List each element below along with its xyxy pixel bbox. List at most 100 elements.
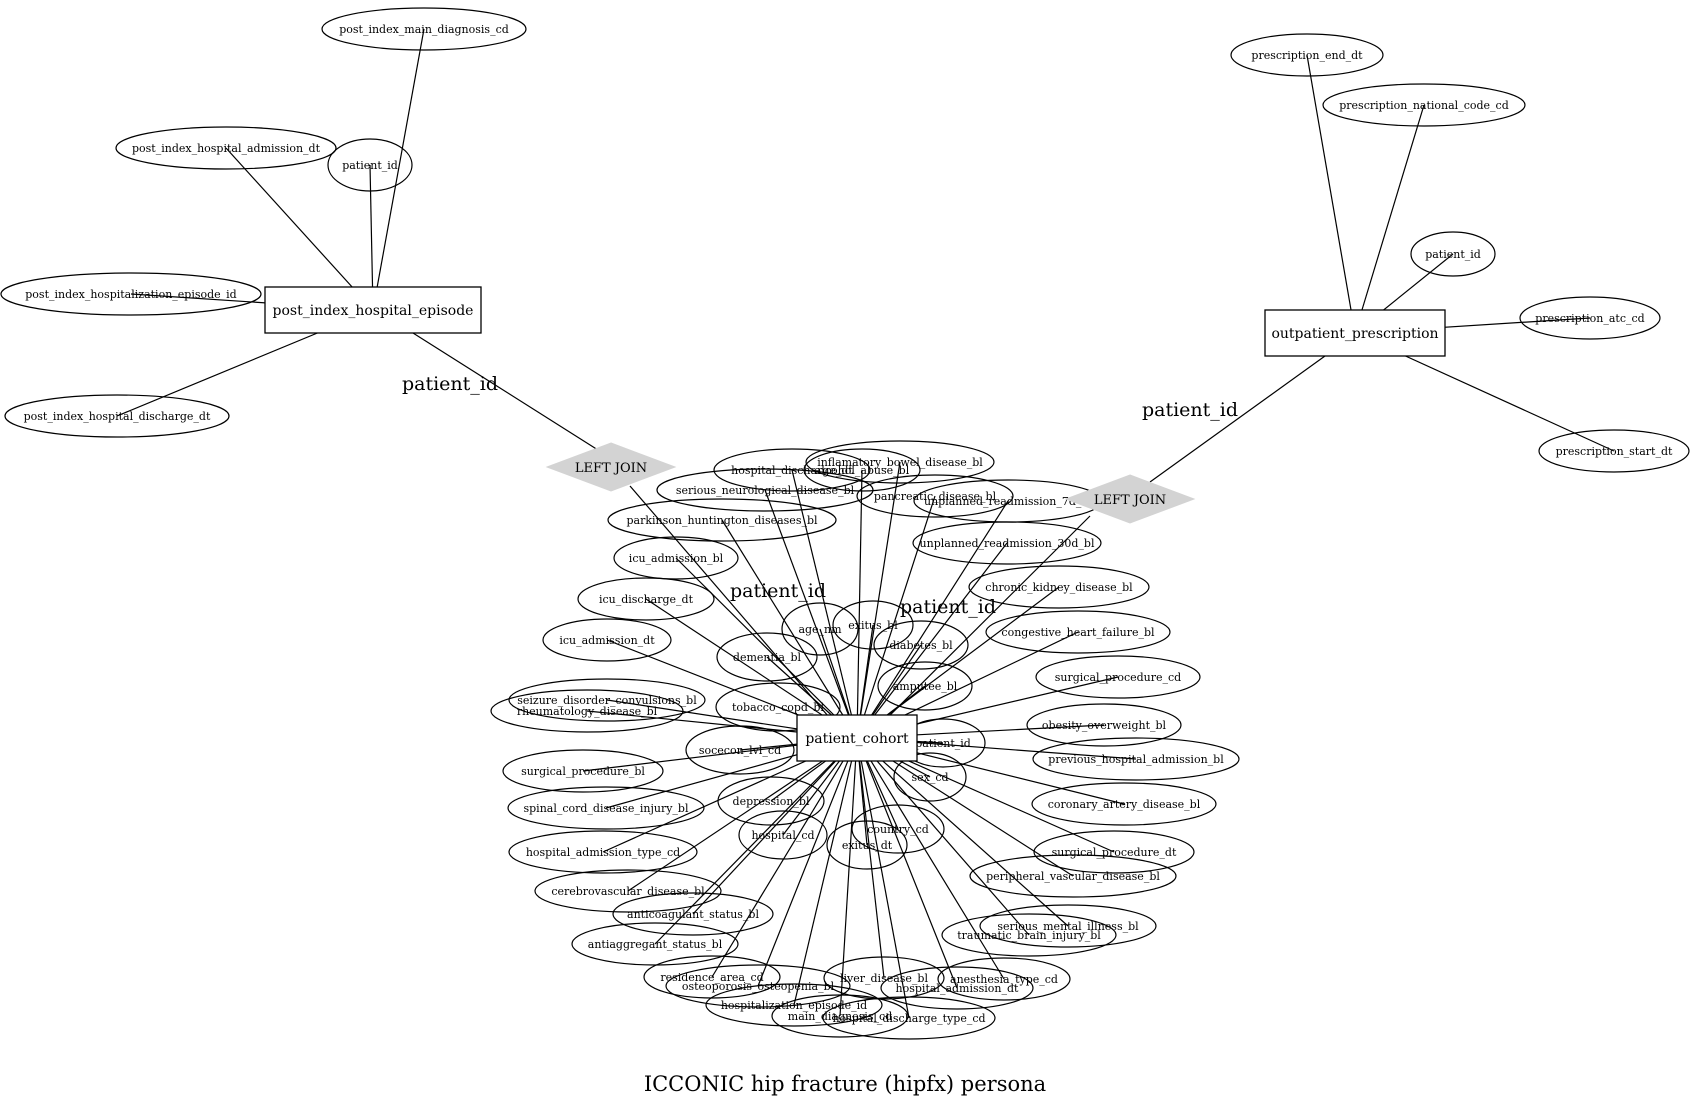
attribute-unplanned-readmission-30d-bl: unplanned_readmission_30d_bl xyxy=(912,521,1102,565)
attribute-traumatic-brain-injury-bl: traumatic_brain_injury_bl xyxy=(941,913,1117,957)
edge-label-post-to-join: patient_id xyxy=(402,373,498,395)
edge-patient_cohort-antiaggregant_status_bl xyxy=(654,737,858,945)
attribute-label: cerebrovascular_disease_bl xyxy=(551,885,705,898)
edge-patient_cohort-serious_neurological_disease_bl xyxy=(764,489,858,739)
attribute-post-patient-id: patient_id xyxy=(327,138,413,192)
attribute-label: tobacco_copd_bl xyxy=(732,701,824,714)
attribute-label: icu_admission_dt xyxy=(559,634,655,647)
attribute-label: antiaggregant_status_bl xyxy=(588,938,723,951)
attribute-post-index-hospital-discharge-dt: post_index_hospital_discharge_dt xyxy=(4,394,230,438)
edge-patient_cohort-cerebrovascular_disease_bl xyxy=(627,737,858,892)
attribute-label: rheumatology_disease_bl xyxy=(517,705,658,718)
attribute-osteoporosis-osteopenia-bl: osteoporosis_osteopenia_bl xyxy=(665,964,851,1008)
attribute-diabetes-bl: diabetes_bl xyxy=(873,620,969,670)
attribute-label: residence_area_cd xyxy=(660,971,763,984)
attribute-label: seizure_disorder_convulsions_bl xyxy=(517,694,697,707)
attribute-pancreatic-disease-bl: pancreatic_disease_bl xyxy=(856,474,1014,518)
attribute-label: surgical_procedure_bl xyxy=(521,765,645,778)
attribute-label: hospital_cd xyxy=(751,829,814,842)
edges xyxy=(116,28,1615,1019)
join-label: LEFT JOIN xyxy=(1094,493,1166,508)
attribute-label: age_nm xyxy=(798,623,842,636)
edge-patient_cohort-main_diagnosis_cd xyxy=(839,737,858,1017)
attribute-depression-bl: depression_bl xyxy=(717,776,825,826)
attribute-label: post_index_hospital_discharge_dt xyxy=(24,410,211,423)
edge-patient_cohort-residence_area_cd xyxy=(711,737,858,978)
entity-label: patient_cohort xyxy=(805,731,909,747)
edge-left-join-to-cohort xyxy=(629,485,848,739)
edge-patient_cohort-liver_disease_bl xyxy=(856,737,885,979)
entity-label: post_index_hospital_episode xyxy=(273,303,474,319)
attribute-label: hospital_admission_type_cd xyxy=(526,846,680,859)
edge-patient_cohort-unplanned_readmission_7d_bl xyxy=(856,500,1009,739)
attribute-label: post_index_main_diagnosis_cd xyxy=(339,23,509,36)
attribute-label: pancreatic_disease_bl xyxy=(874,490,997,503)
attribute-liver-disease-bl: liver_disease_bl xyxy=(823,956,945,1000)
attribute-label: hospital_discharge_type_cd xyxy=(832,1012,985,1025)
attribute-hospital-cd: hospital_cd xyxy=(738,810,828,860)
edge-post_index_hospital_episode-post_index_main_diagnosis_cd xyxy=(372,28,425,311)
attribute-hospital-admission-type-cd: hospital_admission_type_cd xyxy=(508,830,698,874)
attribute-exitus-dt: exitus_dt xyxy=(826,820,908,870)
attribute-socecon-lvl-cd: socecon_lvl_cd xyxy=(685,725,795,775)
attribute-label: parkinson_huntington_diseases_bl xyxy=(626,514,818,527)
attribute-age-nm: age_nm xyxy=(781,602,859,656)
attribute-label: icu_admission_bl xyxy=(629,552,724,565)
edge-patient_cohort-parkinson_huntington_diseases_bl xyxy=(721,519,858,739)
attribute-label: unplanned_readmission_30d_bl xyxy=(920,537,1095,550)
join-label: LEFT JOIN xyxy=(575,461,647,476)
edge-patient_cohort-pancreatic_disease_bl xyxy=(856,495,936,739)
attribute-residence-area-cd: residence_area_cd xyxy=(643,955,781,999)
attribute-prescription-atc-cd: prescription_atc_cd xyxy=(1519,296,1661,340)
attribute-label: dementia_bl xyxy=(733,651,802,664)
edge-post_index_hospital_episode-post_index_hospital_admission_dt xyxy=(225,147,374,311)
attribute-serious-neurological-disease-bl: serious_neurological_disease_bl xyxy=(656,468,874,512)
attribute-label: main_diagnosis_cd xyxy=(788,1010,892,1023)
edge-patient_cohort-hospitalization_episode_id xyxy=(793,737,858,1006)
attribute-post-index-hospital-admission-dt: post_index_hospital_admission_dt xyxy=(115,126,337,170)
attribute-obesity-overweight-bl: obesity_overweight_bl xyxy=(1026,703,1182,747)
attribute-congestive-heart-failure-bl: congestive_heart_failure_bl xyxy=(985,610,1171,654)
attribute-label: patient_id xyxy=(915,737,971,750)
attribute-serious-mental-illness-bl: serious_mental_illness_bl xyxy=(979,904,1157,948)
edge-patient_cohort-hospital_discharge_type_cd xyxy=(856,737,910,1019)
edge-label-outpatient-to-join: patient_id xyxy=(1142,399,1238,421)
entity-label: outpatient_prescription xyxy=(1271,326,1438,342)
edge-post-to-left-join xyxy=(412,332,599,451)
edge-outpatient-to-right-join xyxy=(1149,355,1326,483)
attribute-label: surgical_procedure_dt xyxy=(1052,846,1177,859)
attribute-label: surgical_procedure_cd xyxy=(1055,671,1181,684)
attribute-label: previous_hospital_admission_bl xyxy=(1048,753,1224,766)
attribute-label: liver_disease_bl xyxy=(840,972,928,985)
attribute-label: alcohol_abuse_bl xyxy=(815,464,910,477)
attribute-surgical-procedure-cd: surgical_procedure_cd xyxy=(1035,655,1201,699)
attribute-post-index-hospitalization-episode-id: post_index_hospitalization_episode_id xyxy=(0,272,262,316)
attribute-label: congestive_heart_failure_bl xyxy=(1001,626,1155,639)
entity-outpatient-prescription: outpatient_prescription xyxy=(1264,309,1446,357)
attribute-prescription-national-code-cd: prescription_national_code_cd xyxy=(1322,83,1526,127)
edge-patient_cohort-inflamatory_bowel_disease_bl xyxy=(856,461,901,739)
edge-patient_cohort-osteoporosis_osteopenia_bl xyxy=(757,737,858,987)
attribute-label: depression_bl xyxy=(733,795,810,808)
entity-post-index-hospital-episode: post_index_hospital_episode xyxy=(264,286,482,334)
edge-patient_cohort-hospital_admission_dt xyxy=(856,737,958,989)
attribute-label: amputee_bl xyxy=(893,680,958,693)
attribute-main-diagnosis-cd: main_diagnosis_cd xyxy=(771,994,909,1038)
attribute-label: chronic_kidney_disease_bl xyxy=(985,581,1133,594)
attribute-label: post_index_hospitalization_episode_id xyxy=(25,288,236,301)
attribute-sex-cd: sex_cd xyxy=(893,752,967,802)
attribute-cerebrovascular-disease-bl: cerebrovascular_disease_bl xyxy=(534,869,722,913)
attribute-spinal-cord-disease-injury-bl: spinal_cord_disease_injury_bl xyxy=(507,786,705,830)
attribute-label: anticoagulant_status_bl xyxy=(627,908,759,921)
join-right: LEFT JOIN xyxy=(1064,474,1196,524)
attribute-anticoagulant-status-bl: anticoagulant_status_bl xyxy=(612,892,774,936)
attribute-hospital-admission-dt: hospital_admission_dt xyxy=(880,966,1034,1010)
edge-patient_cohort-icu_admission_bl xyxy=(675,557,858,739)
edge-outpatient_prescription-prescription_end_dt xyxy=(1306,54,1356,334)
attribute-label: sex_cd xyxy=(911,771,948,784)
attribute-prescription-start-dt: prescription_start_dt xyxy=(1538,429,1690,473)
attribute-icu-admission-bl: icu_admission_bl xyxy=(613,536,739,580)
attribute-antiaggregant-status-bl: antiaggregant_status_bl xyxy=(571,922,739,966)
attribute-label: socecon_lvl_cd xyxy=(699,744,781,757)
attribute-chronic-kidney-disease-bl: chronic_kidney_disease_bl xyxy=(968,565,1150,609)
